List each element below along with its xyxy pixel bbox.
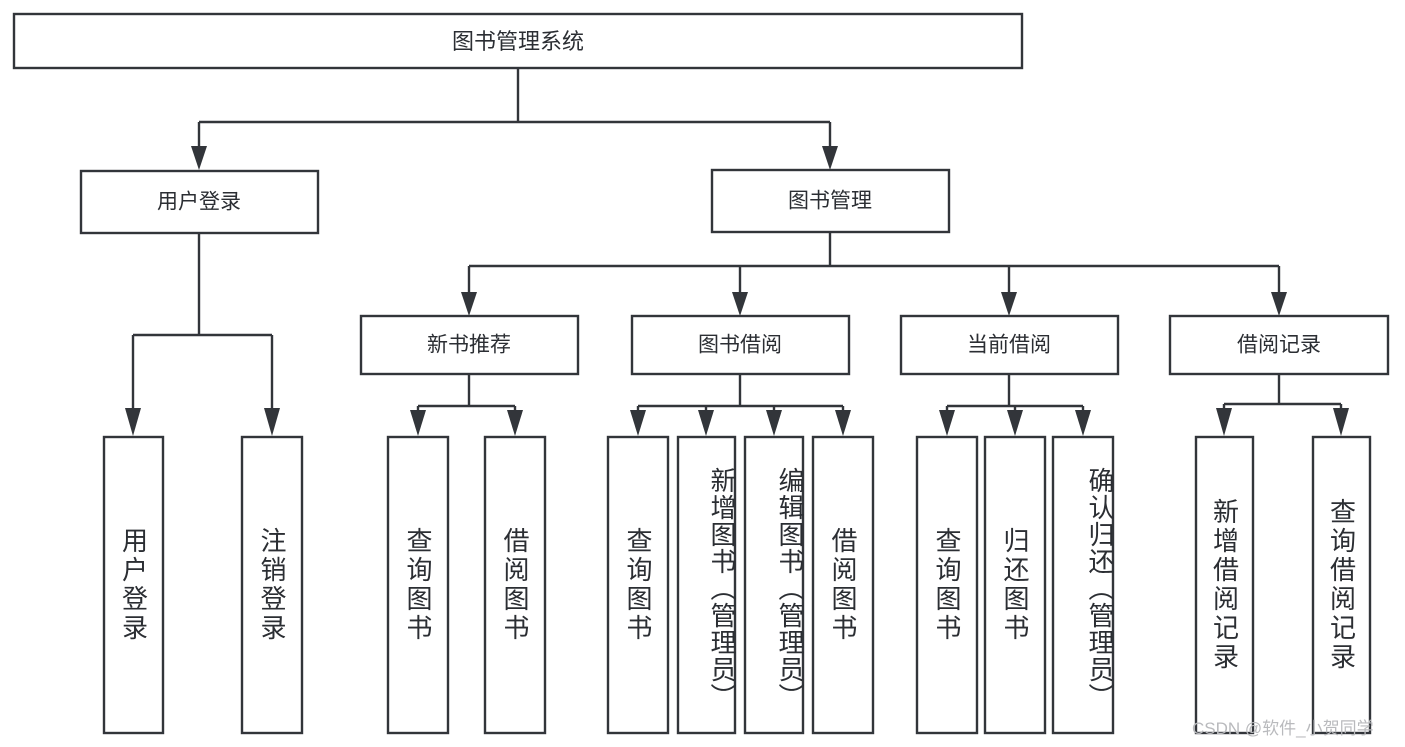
node-root[interactable]: 图书管理系统 [12, 12, 1024, 70]
arrowhead-bookborrow-leaf-2 [698, 410, 714, 436]
leaf-cb-confirm-return[interactable] [1051, 435, 1115, 735]
leaf-br-query-record-box[interactable] [1311, 435, 1372, 735]
arrowhead-bookborrow-leaf-4 [835, 410, 851, 436]
node-book-borrow-box[interactable] [630, 314, 851, 376]
node-user-login[interactable]: 用户登录 [79, 169, 320, 235]
arrowhead-current-borrow [1001, 292, 1017, 316]
node-new-book-recommend-box[interactable] [359, 314, 580, 376]
node-current-borrow-box[interactable] [899, 314, 1120, 376]
arrowhead-new-book-recommend [461, 292, 477, 316]
arrowhead-leaf-user-login [125, 408, 141, 436]
leaf-bb-query-book-box[interactable] [606, 435, 670, 735]
leaf-bb-borrow-book[interactable] [811, 435, 875, 735]
arrowhead-currentborrow-leaf-3 [1075, 410, 1091, 436]
node-borrow-record-label: 借阅记录 [1237, 334, 1321, 357]
node-root-label: 图书管理系统 [452, 29, 584, 54]
node-current-borrow[interactable]: 当前借阅 [899, 314, 1120, 376]
node-user-login-label: 用户登录 [157, 191, 241, 214]
leaf-br-query-record[interactable] [1311, 435, 1372, 735]
leaf-nbr-borrow-book-box[interactable] [483, 435, 547, 735]
node-user-login-box[interactable] [79, 169, 320, 235]
arrowhead-newbook-leaf-1 [410, 410, 426, 436]
leaf-bb-add-book[interactable] [676, 435, 737, 735]
arrowhead-book-borrow [732, 292, 748, 316]
leaf-logout-box[interactable] [240, 435, 304, 735]
arrowhead-borrowrecord-leaf-1 [1216, 408, 1232, 436]
arrowhead-borrow-record [1271, 292, 1287, 316]
connector-layer [125, 68, 1349, 436]
leaf-cb-return-book-box[interactable] [983, 435, 1047, 735]
leaf-bb-query-book[interactable] [606, 435, 670, 735]
node-current-borrow-label: 当前借阅 [967, 334, 1051, 357]
leaf-user-login-box[interactable] [102, 435, 165, 735]
leaf-cb-return-book[interactable] [983, 435, 1047, 735]
leaf-br-add-record-box[interactable] [1194, 435, 1255, 735]
arrowhead-book-mgmt [822, 146, 838, 170]
arrowhead-leaf-logout [264, 408, 280, 436]
leaf-bb-add-book-box[interactable] [676, 435, 737, 735]
arrowhead-currentborrow-leaf-1 [939, 410, 955, 436]
node-book-management-box[interactable] [710, 168, 951, 234]
node-book-borrow-label: 图书借阅 [698, 334, 782, 357]
leaf-bb-borrow-book-box[interactable] [811, 435, 875, 735]
arrowhead-currentborrow-leaf-2 [1007, 410, 1023, 436]
arrowhead-bookborrow-leaf-3 [766, 410, 782, 436]
leaf-nbr-borrow-book[interactable] [483, 435, 547, 735]
leaf-cb-query-book[interactable] [915, 435, 979, 735]
node-root-box[interactable] [12, 12, 1024, 70]
node-borrow-record-box[interactable] [1168, 314, 1390, 376]
leaf-user-login[interactable] [102, 435, 165, 735]
leaf-nbr-query-book-box[interactable] [386, 435, 450, 735]
node-new-book-recommend-label: 新书推荐 [427, 334, 511, 357]
leaf-bb-edit-book[interactable] [743, 435, 805, 735]
node-book-management[interactable]: 图书管理 [710, 168, 951, 234]
arrowhead-borrowrecord-leaf-2 [1333, 408, 1349, 436]
leaf-cb-confirm-return-box[interactable] [1051, 435, 1115, 735]
arrowhead-user-login [191, 146, 207, 170]
node-new-book-recommend[interactable]: 新书推荐 [359, 314, 580, 376]
node-book-borrow[interactable]: 图书借阅 [630, 314, 851, 376]
leaf-nbr-query-book[interactable] [386, 435, 450, 735]
leaf-br-add-record[interactable] [1194, 435, 1255, 735]
arrowhead-bookborrow-leaf-1 [630, 410, 646, 436]
node-book-management-label: 图书管理 [788, 190, 872, 213]
node-borrow-record[interactable]: 借阅记录 [1168, 314, 1390, 376]
arrowhead-newbook-leaf-2 [507, 410, 523, 436]
leaf-logout[interactable] [240, 435, 304, 735]
leaf-bb-edit-book-box[interactable] [743, 435, 805, 735]
leaf-cb-query-book-box[interactable] [915, 435, 979, 735]
